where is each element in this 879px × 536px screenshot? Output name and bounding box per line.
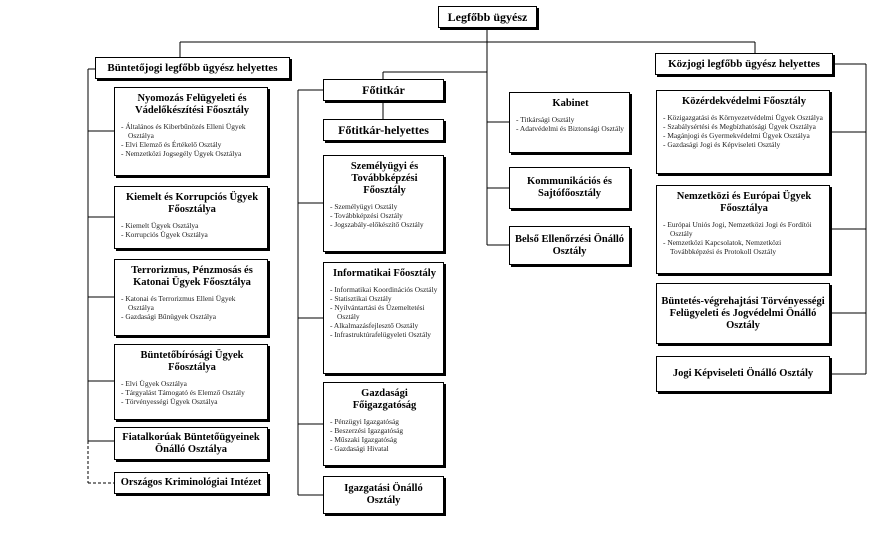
- unit-list: Kiemelt Ügyek Osztálya Korrupciós Ügyek …: [121, 221, 263, 239]
- juvenile-unit-title: Fiatalkorúak Büntetőügyeinek Önálló Oszt…: [122, 431, 260, 455]
- unit-item: Továbbképzési Osztály: [330, 211, 439, 220]
- admin-unit-box: Igazgatási Önálló Osztály: [323, 476, 444, 514]
- public-dept-2: Nemzetközi és Európai Ügyek Főosztálya E…: [656, 185, 830, 274]
- unit-list: Informatikai Koordinációs Osztály Statis…: [330, 285, 439, 339]
- criminal-dept-2: Kiemelt és Korrupciós Ügyek Főosztálya K…: [114, 186, 268, 249]
- dept-title: Informatikai Főosztály: [333, 268, 436, 279]
- unit-item: Tárgyalást Támogató és Elemző Osztály: [121, 388, 263, 397]
- dept-title: Személyügyi és Továbbképzési Főosztály: [350, 161, 419, 196]
- juvenile-unit-box: Fiatalkorúak Büntetőügyeinek Önálló Oszt…: [114, 427, 268, 460]
- unit-item: Általános és Kiberbűnözés Elleni Ügyek O…: [121, 122, 263, 140]
- unit-item: Nyilvántartási és Üzemeltetési Osztály: [330, 303, 439, 321]
- unit-list: Európai Uniós Jogi, Nemzetközi Jogi és F…: [663, 220, 825, 256]
- public-deputy-title: Közjogi legfőbb ügyész helyettes: [668, 58, 820, 70]
- institute-title: Országos Kriminológiai Intézet: [120, 477, 262, 488]
- root-box: Legfőbb ügyész: [438, 6, 537, 28]
- secretary-dept-1: Személyügyi és Továbbképzési Főosztály S…: [323, 155, 444, 252]
- unit-item: Közigazgatási és Környezetvédelmi Ügyek …: [663, 113, 825, 122]
- unit-item: Titkársági Osztály: [516, 115, 625, 124]
- unit-item: Szabálysértési és Megbízhatósági Ügyek O…: [663, 122, 825, 131]
- criminal-dept-1: Nyomozás Felügyeleti és Vádelőkészítési …: [114, 87, 268, 176]
- unit-item: Informatikai Koordinációs Osztály: [330, 285, 439, 294]
- secretary-general-box: Főtitkár: [323, 79, 444, 101]
- admin-unit-title: Igazgatási Önálló Osztály: [344, 483, 423, 506]
- dept-title: Nyomozás Felügyeleti és Vádelőkészítési …: [134, 93, 250, 116]
- deputy-secretary-box: Főtitkár-helyettes: [323, 119, 444, 141]
- comms-title: Kommunikációs és Sajtófőosztály: [527, 176, 612, 199]
- penal-unit-title: Büntetés-végrehajtási Törvényességi Felü…: [661, 295, 825, 331]
- dept-title: Közérdekvédelmi Főosztály: [682, 96, 806, 107]
- unit-item: Gazdasági Hivatal: [330, 444, 439, 453]
- institute-box: Országos Kriminológiai Intézet: [114, 472, 268, 494]
- audit-box: Belső Ellenőrzési Önálló Osztály: [509, 226, 630, 265]
- audit-title: Belső Ellenőrzési Önálló Osztály: [514, 233, 625, 257]
- cabinet-box: Kabinet Titkársági Osztály Adatvédelmi é…: [509, 92, 630, 153]
- unit-item: Elvi Elemző és Értékelő Osztály: [121, 140, 263, 149]
- dept-title: Büntetőbírósági Ügyek Főosztálya: [140, 350, 244, 373]
- unit-item: Adatvédelmi és Biztonsági Osztály: [516, 124, 625, 133]
- unit-item: Nemzetközi Jogsegély Ügyek Osztálya: [121, 149, 263, 158]
- rep-unit-box: Jogi Képviseleti Önálló Osztály: [656, 356, 830, 392]
- root-title: Legfőbb ügyész: [447, 10, 528, 24]
- secretary-general-title: Főtitkár: [362, 83, 405, 97]
- unit-item: Nemzetközi Kapcsolatok, Nemzetközi Továb…: [663, 238, 825, 256]
- unit-list: Pénzügyi Igazgatóság Beszerzési Igazgató…: [330, 417, 439, 453]
- criminal-dept-3: Terrorizmus, Pénzmosás és Katonai Ügyek …: [114, 259, 268, 336]
- unit-item: Magánjogi és Gyermekvédelmi Ügyek Osztál…: [663, 131, 825, 140]
- unit-item: Gazdasági Bűnügyek Osztálya: [121, 312, 263, 321]
- unit-list: Titkársági Osztály Adatvédelmi és Bizton…: [516, 115, 625, 133]
- unit-list: Általános és Kiberbűnözés Elleni Ügyek O…: [121, 122, 263, 158]
- dept-title: Nemzetközi és Európai Ügyek Főosztálya: [676, 191, 812, 214]
- criminal-dept-4: Büntetőbírósági Ügyek Főosztálya Elvi Üg…: [114, 344, 268, 420]
- dept-title: Terrorizmus, Pénzmosás és Katonai Ügyek …: [131, 265, 253, 288]
- unit-item: Személyügyi Osztály: [330, 202, 439, 211]
- unit-item: Beszerzési Igazgatóság: [330, 426, 439, 435]
- unit-item: Pénzügyi Igazgatóság: [330, 417, 439, 426]
- public-dept-1: Közérdekvédelmi Főosztály Közigazgatási …: [656, 90, 830, 174]
- secretary-dept-2: Informatikai Főosztály Informatikai Koor…: [323, 262, 444, 374]
- unit-item: Európai Uniós Jogi, Nemzetközi Jogi és F…: [663, 220, 825, 238]
- unit-item: Jogszabály-előkészítő Osztály: [330, 220, 439, 229]
- comms-box: Kommunikációs és Sajtófőosztály: [509, 167, 630, 209]
- public-deputy-box: Közjogi legfőbb ügyész helyettes: [655, 53, 833, 75]
- dept-title: Gazdasági Főigazgatóság: [352, 388, 417, 411]
- unit-list: Katonai és Terrorizmus Elleni Ügyek Oszt…: [121, 294, 263, 321]
- unit-list: Közigazgatási és Környezetvédelmi Ügyek …: [663, 113, 825, 149]
- criminal-deputy-title: Büntetőjogi legfőbb ügyész helyettes: [107, 62, 278, 74]
- unit-item: Alkalmazásfejlesztő Osztály: [330, 321, 439, 330]
- dept-title: Kabinet: [552, 98, 589, 109]
- deputy-secretary-title: Főtitkár-helyettes: [338, 123, 429, 137]
- unit-item: Műszaki Igazgatóság: [330, 435, 439, 444]
- unit-item: Elvi Ügyek Osztálya: [121, 379, 263, 388]
- unit-item: Kiemelt Ügyek Osztálya: [121, 221, 263, 230]
- unit-item: Statisztikai Osztály: [330, 294, 439, 303]
- unit-item: Infrastruktúrafelügyeleti Osztály: [330, 330, 439, 339]
- rep-unit-title: Jogi Képviseleti Önálló Osztály: [672, 368, 814, 379]
- unit-item: Gazdasági Jogi és Képviseleti Osztály: [663, 140, 825, 149]
- secretary-dept-3: Gazdasági Főigazgatóság Pénzügyi Igazgat…: [323, 382, 444, 466]
- unit-item: Törvényességi Ügyek Osztálya: [121, 397, 263, 406]
- unit-list: Elvi Ügyek Osztálya Tárgyalást Támogató …: [121, 379, 263, 406]
- unit-item: Korrupciós Ügyek Osztálya: [121, 230, 263, 239]
- criminal-deputy-box: Büntetőjogi legfőbb ügyész helyettes: [95, 57, 290, 79]
- unit-item: Katonai és Terrorizmus Elleni Ügyek Oszt…: [121, 294, 263, 312]
- unit-list: Személyügyi Osztály Továbbképzési Osztál…: [330, 202, 439, 229]
- penal-unit-box: Büntetés-végrehajtási Törvényességi Felü…: [656, 283, 830, 344]
- dept-title: Kiemelt és Korrupciós Ügyek Főosztálya: [125, 192, 259, 215]
